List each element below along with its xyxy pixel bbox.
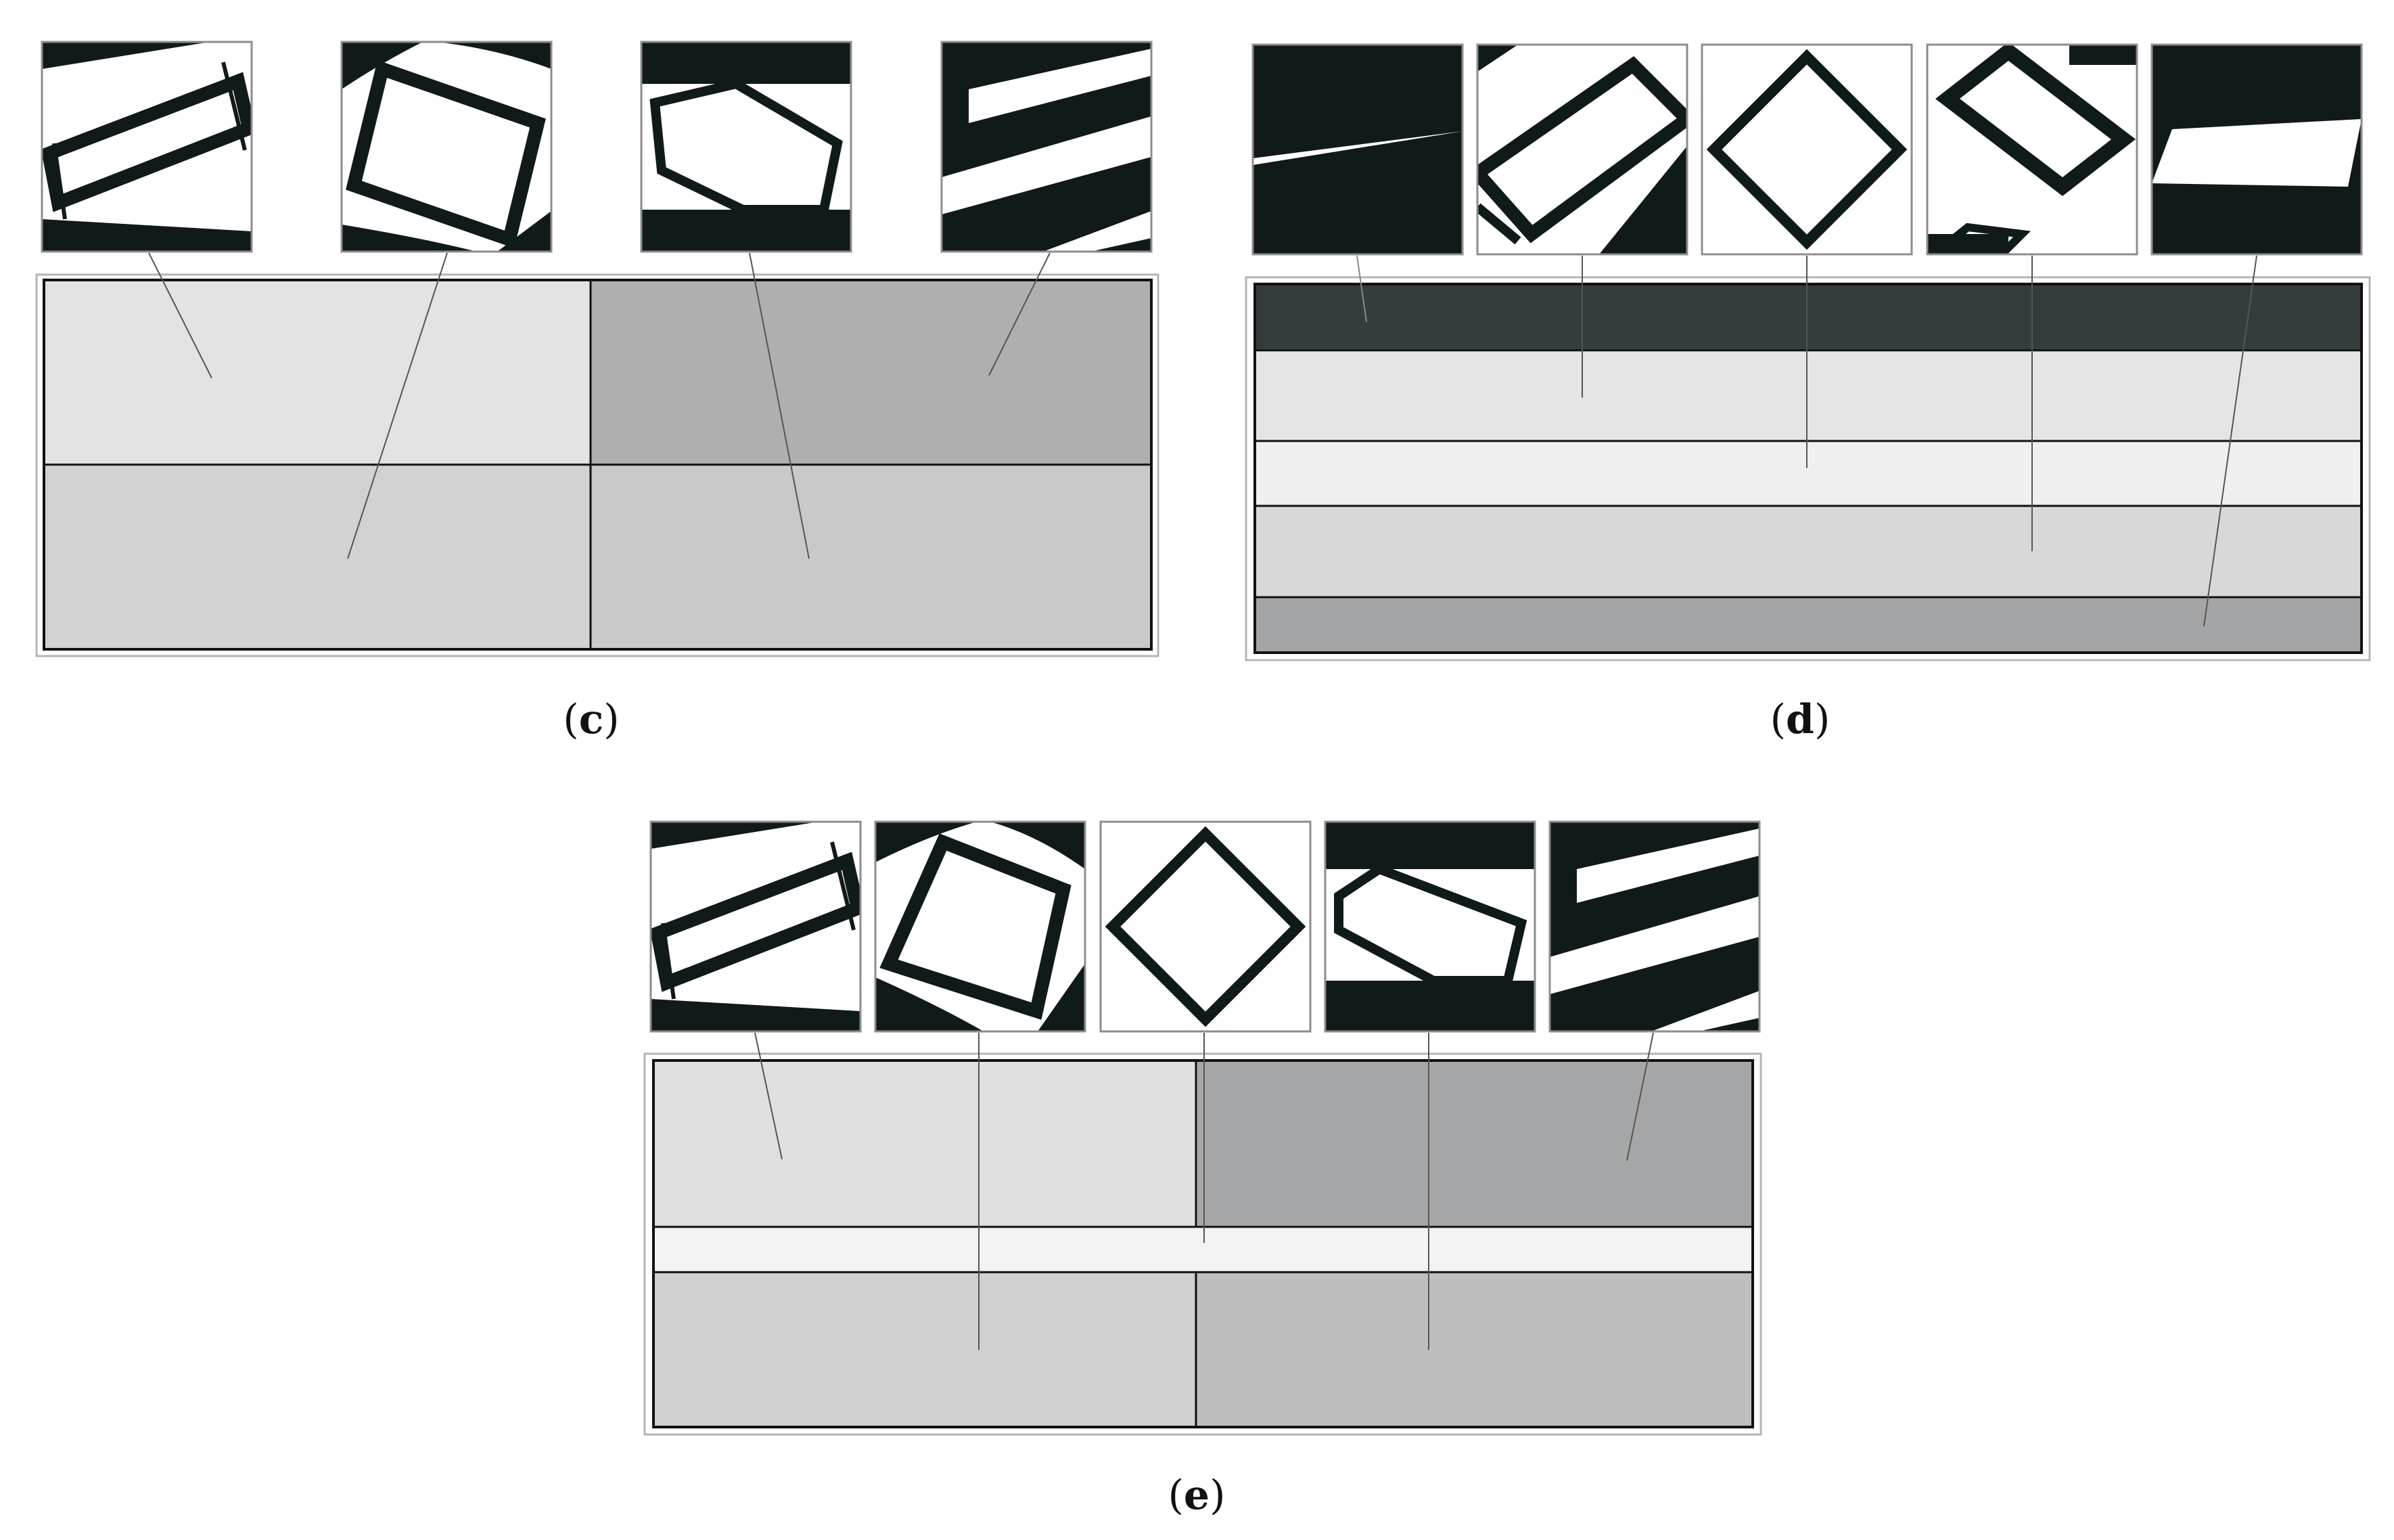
panel-e-region-bottom-left <box>653 1272 1196 1427</box>
panel-d-band-2 <box>1255 350 2362 441</box>
panel-c-region-bottom-left <box>44 465 591 649</box>
thumb-e-1 <box>649 820 862 1033</box>
panel-c-leader-2 <box>347 252 448 559</box>
panel-e-region-top-left <box>653 1060 1196 1227</box>
thumb-d-1 <box>1251 43 1464 256</box>
panel-e-region-top-right <box>1196 1060 1753 1227</box>
panel-e-region-bottom-right <box>1196 1272 1753 1427</box>
panel-c-region-bottom-right <box>591 465 1151 649</box>
thumb-e-5 <box>1548 820 1761 1033</box>
panel-d-band-5 <box>1255 597 2362 653</box>
panel-e: (e) <box>643 820 1762 1519</box>
panel-d-inner-frame <box>1253 283 2363 654</box>
thumb-d-4 <box>1926 43 2138 256</box>
panel-d-band-3 <box>1255 441 2362 506</box>
panel-e-leader-5 <box>1626 1032 1654 1161</box>
panel-c-leader-1 <box>148 252 212 379</box>
panel-c-leader-3 <box>749 252 810 559</box>
thumb-e-4 <box>1324 820 1536 1033</box>
panel-c-region-top-left <box>44 280 591 465</box>
thumb-d-2 <box>1476 43 1688 256</box>
panel-d-leader-1 <box>1356 255 1367 323</box>
panel-d-leader-5 <box>2203 255 2257 627</box>
thumb-d-5 <box>2150 43 2363 256</box>
thumb-c-4 <box>940 41 1153 253</box>
panel-e-leader-1 <box>754 1032 783 1160</box>
thumb-c-2 <box>340 41 553 253</box>
thumb-e-3 <box>1099 820 1312 1033</box>
thumb-d-3 <box>1701 43 1913 256</box>
panel-d-band-1 <box>1255 284 2362 350</box>
panel-e-inner-frame <box>652 1059 1754 1428</box>
panel-c-leader-4 <box>988 252 1051 376</box>
panel-d: (d) <box>1245 43 2371 743</box>
panel-d-caption: (d) <box>1770 696 1831 743</box>
panel-d-band-4 <box>1255 506 2362 597</box>
thumb-e-2 <box>874 820 1086 1033</box>
panel-c-caption: (c) <box>563 696 619 743</box>
panel-c-region-top-right <box>591 280 1151 465</box>
panel-c-inner-frame <box>43 279 1153 651</box>
panel-c: (c) <box>35 41 1159 743</box>
panel-e-caption: (e) <box>1168 1472 1225 1519</box>
panel-e-region-middle-band <box>653 1227 1753 1272</box>
thumb-c-1 <box>41 41 253 253</box>
thumb-c-3 <box>640 41 852 253</box>
